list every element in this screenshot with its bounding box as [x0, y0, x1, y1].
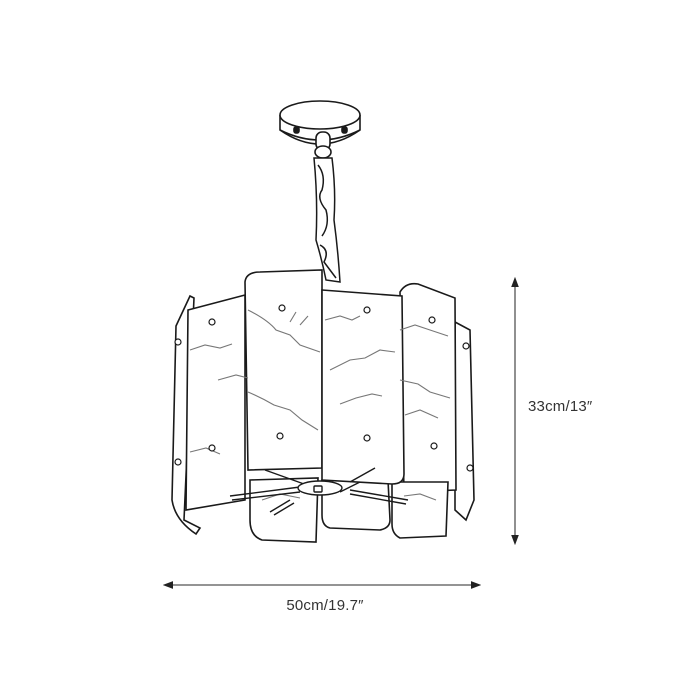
width-dimension-label: 50cm/19.7″ [286, 597, 364, 614]
marble-veins-icon [189, 309, 451, 501]
marble-panels-icon [171, 269, 475, 543]
ceiling-canopy-icon [279, 100, 361, 159]
chain-stem-icon [313, 157, 341, 283]
height-dimension-label: 33cm/13″ [528, 398, 593, 415]
panel-rivets-icon [174, 304, 474, 472]
center-hub-icon [229, 467, 409, 516]
